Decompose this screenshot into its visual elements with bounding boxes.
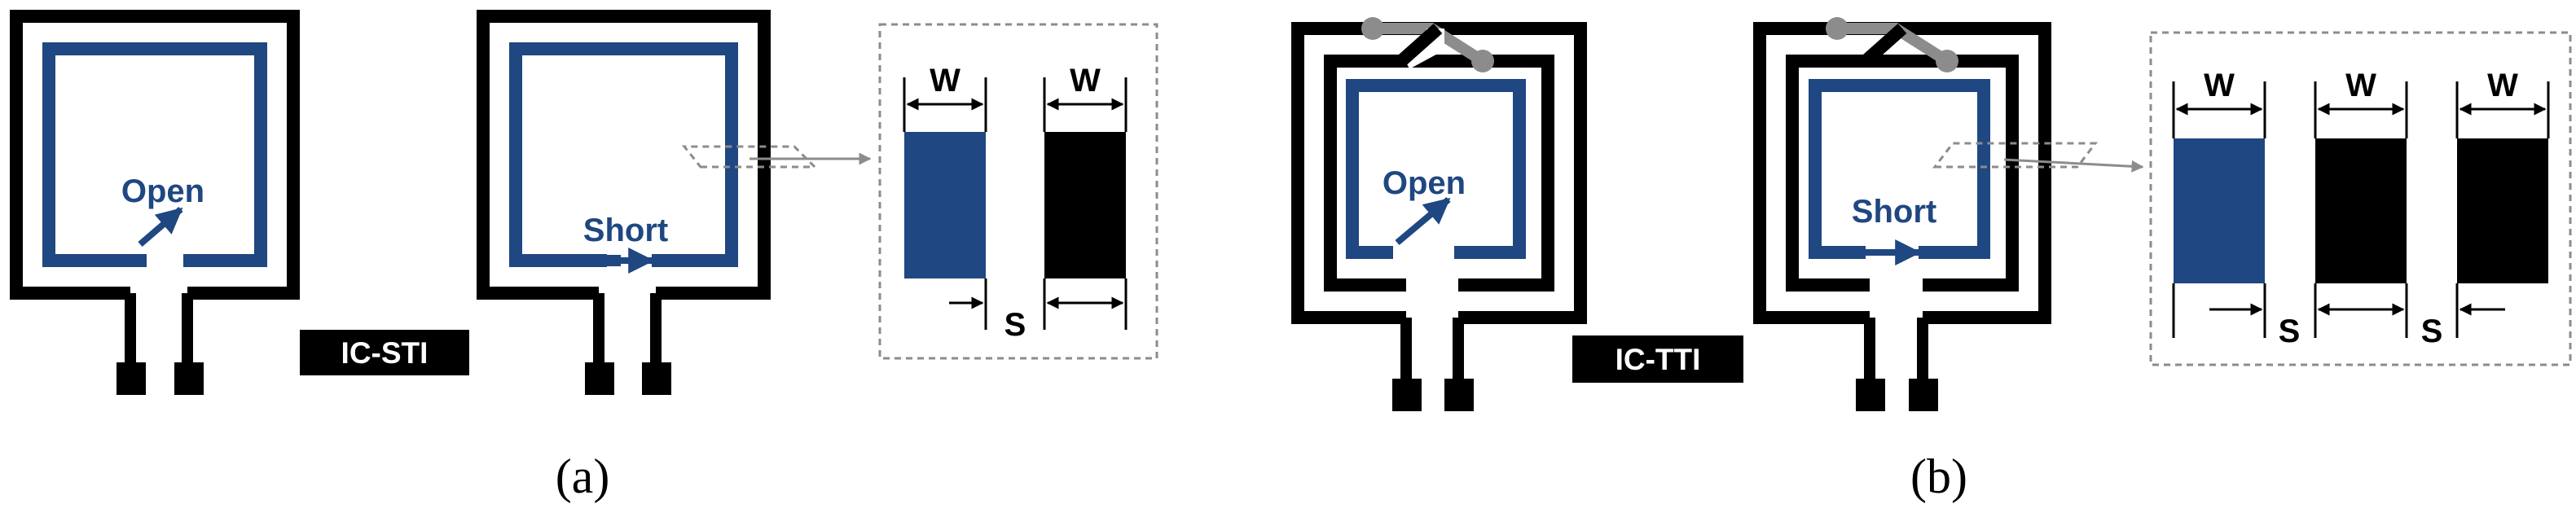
inner-coil-trace <box>1809 79 1990 259</box>
spacing-label-1: S <box>2279 314 2301 349</box>
inset-trace-blue <box>904 132 986 278</box>
short-label: Short <box>1852 194 1936 230</box>
pad-left <box>585 362 614 395</box>
middle-coil-trace <box>1786 55 2019 292</box>
pad-right <box>174 362 204 395</box>
caption-b: (b) <box>1910 449 1967 503</box>
caption-a: (a) <box>556 449 610 503</box>
inset-a: W W S <box>878 23 1158 360</box>
inset-b: W W W S S <box>2149 31 2572 366</box>
badge-label: IC-STI <box>341 336 429 370</box>
zoom-cut-plane <box>681 145 818 169</box>
width-label-2: W <box>1070 63 1101 99</box>
width-label-2: W <box>2345 68 2376 103</box>
width-label-1: W <box>2204 68 2235 103</box>
badge-ic-sti: IC-STI <box>300 330 469 375</box>
zoom-indicator <box>1932 142 2144 173</box>
open-arrow <box>138 206 183 248</box>
inner-coil-trace <box>1346 79 1526 259</box>
zoom-cut-plane <box>1932 142 2099 169</box>
pad-right <box>1444 379 1474 411</box>
badge-label: IC-TTI <box>1615 343 1701 376</box>
width-label-1: W <box>930 63 961 99</box>
inset-trace-black <box>1044 132 1126 278</box>
open-arrow <box>1395 196 1451 246</box>
inset-trace-blue <box>2174 138 2265 283</box>
pad-left <box>116 362 146 395</box>
inner-coil-trace <box>42 42 267 267</box>
inner-coil-trace <box>509 42 738 267</box>
zoom-indicator <box>681 145 872 169</box>
spacing-label: S <box>1004 307 1026 343</box>
outer-coil-trace <box>10 10 300 300</box>
panel-b: Open IC-TTI Short <box>1291 17 2572 503</box>
via <box>1361 17 1384 40</box>
crossover-trace <box>1861 24 1907 66</box>
inset-trace-black-2 <box>2457 138 2548 283</box>
middle-coil-trace <box>1324 55 1554 292</box>
pad-right <box>642 362 671 395</box>
inset-frame <box>878 23 1158 360</box>
coil-open-sti: Open <box>10 10 300 395</box>
outer-coil-trace <box>477 10 771 300</box>
open-label: Open <box>121 173 204 209</box>
width-label-3: W <box>2487 68 2518 103</box>
inset-frame <box>2149 31 2572 366</box>
short-label: Short <box>583 213 668 248</box>
inset-trace-black-1 <box>2315 138 2407 283</box>
outer-coil-trace <box>1753 22 2051 324</box>
coil-short-sti: Short <box>477 10 771 395</box>
badge-ic-tti: IC-TTI <box>1572 335 1743 383</box>
pad-left <box>1856 379 1885 411</box>
zoom-arrow <box>2003 158 2144 173</box>
panel-a: Open IC-STI Short <box>10 10 1158 503</box>
coil-short-tti: Short <box>1753 17 2051 411</box>
via <box>1826 17 1848 40</box>
via <box>1471 50 1494 72</box>
pad-right <box>1909 379 1938 411</box>
open-label: Open <box>1383 165 1466 201</box>
via <box>1936 50 1958 72</box>
short-bridge <box>604 255 621 266</box>
pad-left <box>1392 379 1422 411</box>
spacing-label-2: S <box>2421 314 2443 349</box>
coil-open-tti: Open <box>1291 17 1587 411</box>
crossover-trace <box>1396 24 1443 66</box>
